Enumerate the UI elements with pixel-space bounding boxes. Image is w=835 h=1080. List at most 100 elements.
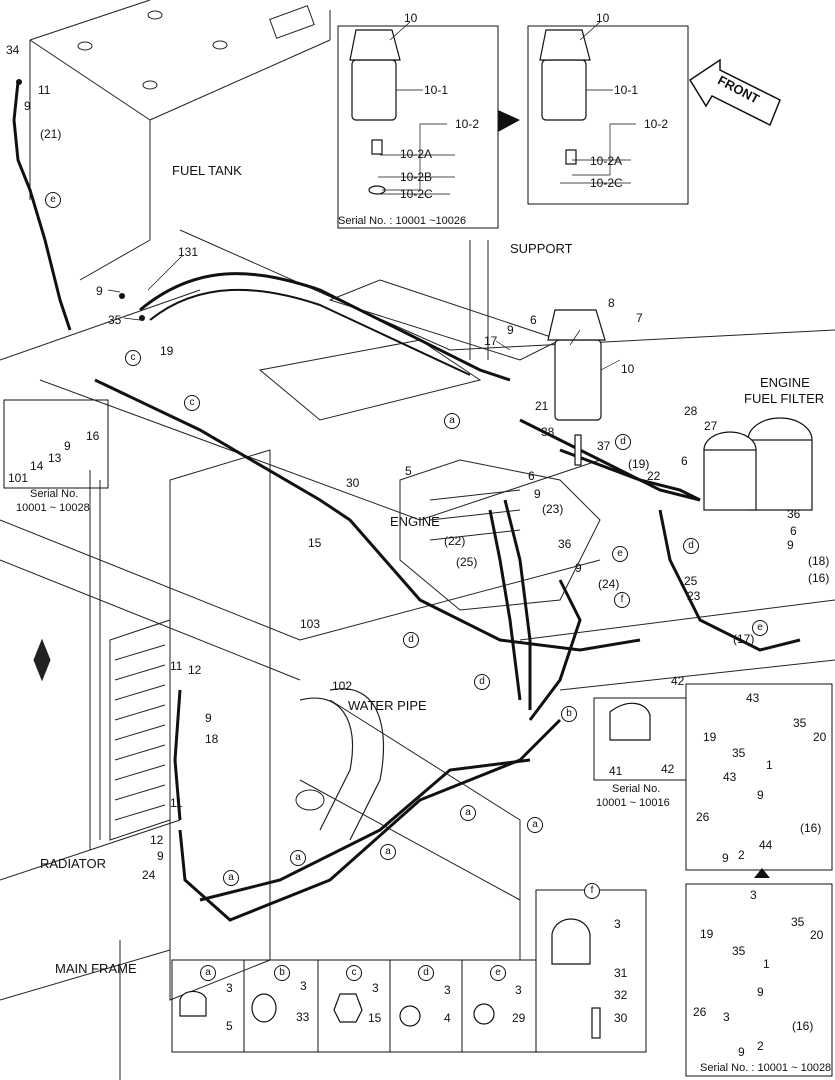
- fuel-tank-outline: [29, 0, 331, 281]
- part-label: 1: [763, 957, 770, 971]
- part-label: 20: [813, 730, 827, 744]
- clamp-marker-a: a: [460, 805, 476, 821]
- section-radiator: RADIATOR: [40, 856, 106, 871]
- clamp-marker-a: a: [290, 850, 306, 866]
- clamp-icons: [179, 918, 601, 1039]
- part-label: 15: [308, 536, 322, 550]
- part-label: 35: [791, 915, 805, 929]
- serial-bottom-right: Serial No. : 10001 ~ 10028: [700, 1062, 832, 1074]
- part-label: (16): [792, 1019, 814, 1033]
- clamp-marker-b: b: [561, 706, 577, 722]
- section-main-frame: MAIN FRAME: [55, 961, 137, 976]
- hose-131-inner: [149, 288, 471, 376]
- part-label: 35: [793, 716, 807, 730]
- section-engine-fuel-filter-1: ENGINE: [760, 375, 810, 390]
- part-label: 36: [787, 507, 801, 521]
- part-label: 32: [614, 988, 628, 1002]
- hose-return-c: [94, 378, 641, 652]
- part-label: 44: [759, 838, 773, 852]
- part-label: 4: [444, 1011, 451, 1025]
- part-label: 43: [723, 770, 737, 784]
- part-label: 9: [738, 1045, 745, 1059]
- part-label: 18: [205, 732, 219, 746]
- part-label: 43: [746, 691, 760, 705]
- part-label: 9: [757, 788, 764, 802]
- clamp-marker-a: a: [223, 870, 239, 886]
- hose-21: [12, 81, 72, 331]
- clamp-marker-e: e: [752, 620, 768, 636]
- section-engine-fuel-filter-2: FUEL FILTER: [744, 391, 825, 406]
- part-label: 42: [671, 674, 685, 688]
- part-label: (24): [598, 577, 620, 591]
- part-label: (18): [808, 554, 830, 568]
- part-label: 2: [738, 848, 745, 862]
- part-label: 22: [647, 469, 661, 483]
- part-label: 35: [732, 746, 746, 760]
- part-label: (16): [800, 821, 822, 835]
- clamp-marker-e: e: [45, 192, 61, 208]
- part-label: 9: [157, 849, 164, 863]
- section-fuel-tank: FUEL TANK: [172, 163, 242, 178]
- part-label: 10-2A: [400, 147, 433, 161]
- part-label: 9: [722, 851, 729, 865]
- clamp-letter-f: f: [584, 883, 600, 899]
- serial-left-inset-1: Serial No.: [30, 488, 79, 500]
- clamp-letter-b: b: [274, 965, 290, 981]
- hose-18: [173, 689, 182, 821]
- filter-10-left: [349, 29, 401, 195]
- hose-supply-d: [559, 448, 701, 502]
- hose-19: [519, 418, 701, 502]
- part-label: 10-2A: [590, 154, 623, 168]
- part-label: 21: [535, 399, 549, 413]
- part-label: 35: [732, 944, 746, 958]
- clamp-letter-a: a: [200, 965, 216, 981]
- clamp-marker-d: d: [683, 538, 699, 554]
- inset-right-bottom: [685, 883, 833, 1077]
- front-arrow: [688, 58, 781, 127]
- clamp-marker-a: a: [380, 844, 396, 860]
- part-label: 12: [188, 663, 202, 677]
- serial-mid-inset-1: Serial No.: [612, 783, 661, 795]
- clamp-marker-c: c: [125, 350, 141, 366]
- hose-131: [139, 272, 511, 382]
- part-label: 25: [684, 574, 698, 588]
- part-label: 20: [810, 928, 824, 942]
- part-label: 10-1: [614, 83, 639, 97]
- part-label: 16: [86, 429, 100, 443]
- part-label: 6: [790, 524, 797, 538]
- part-label: 31: [614, 966, 628, 980]
- engine-outline: [399, 459, 601, 611]
- part-label: 7: [636, 311, 643, 325]
- clamp-letter-c: c: [346, 965, 362, 981]
- part-label: 26: [693, 1005, 707, 1019]
- part-label: 19: [703, 730, 717, 744]
- hose-22: [488, 509, 522, 701]
- arrow-up: [754, 868, 770, 878]
- part-label: 15: [368, 1011, 382, 1025]
- part-label: 34: [6, 43, 20, 57]
- part-label: 24: [142, 868, 156, 882]
- part-label: 28: [684, 404, 698, 418]
- part-label: 26: [696, 810, 710, 824]
- part-label: (16): [808, 571, 830, 585]
- part-label: 9: [205, 711, 212, 725]
- part-label: (17): [733, 632, 755, 646]
- inset-right-top: [685, 683, 833, 871]
- part-label: (21): [40, 127, 62, 141]
- water-pipe-outline: [295, 688, 385, 841]
- hose-engine-loop: [658, 509, 801, 652]
- part-label: 5: [405, 464, 412, 478]
- part-label: 38: [541, 425, 555, 439]
- part-label: 103: [300, 617, 321, 631]
- part-label: 11: [38, 83, 51, 97]
- part-label: 41: [609, 764, 623, 778]
- part-label: 3: [515, 983, 522, 997]
- part-label: 6: [681, 454, 688, 468]
- clamp-marker-d: d: [615, 434, 631, 450]
- inset-clamp-f: [535, 889, 647, 1053]
- part-label: 6: [528, 469, 535, 483]
- part-label: 11: [170, 659, 183, 673]
- serial-mid-inset-2: 10001 ~ 10016: [596, 797, 670, 809]
- part-label: 3: [372, 981, 379, 995]
